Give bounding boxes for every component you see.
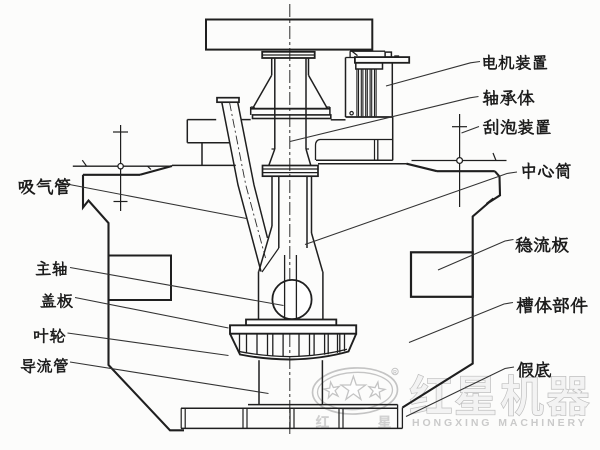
- svg-text:R: R: [393, 370, 397, 376]
- svg-text:HONGXING MACHINERY: HONGXING MACHINERY: [412, 417, 587, 429]
